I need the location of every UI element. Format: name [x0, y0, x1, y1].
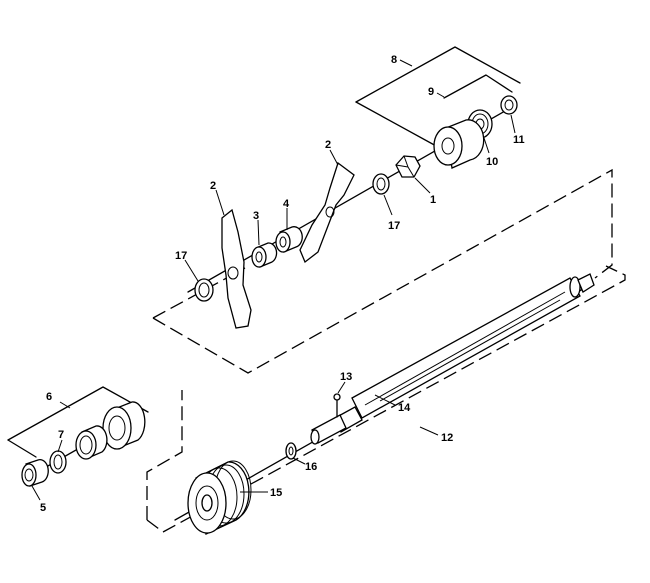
washer-17-left	[194, 278, 214, 302]
callout-8: 8	[391, 54, 397, 66]
callout-4: 4	[283, 198, 290, 210]
callout-7: 7	[58, 429, 64, 441]
bracket-8-stem	[355, 101, 439, 148]
upper-assembly-frame	[152, 168, 613, 374]
washer-17-right	[372, 173, 390, 195]
callout-2-left: 2	[210, 180, 216, 192]
callout-10: 10	[486, 156, 498, 168]
bracket-9	[443, 74, 513, 99]
callout-6: 6	[46, 391, 52, 403]
callout-16: 16	[305, 461, 317, 473]
callout-14: 14	[398, 402, 411, 414]
pin-13	[333, 393, 341, 418]
lower-frame-left	[146, 390, 183, 520]
bearing-lower	[75, 425, 108, 460]
callout-13: 13	[340, 371, 352, 383]
leader-lines	[31, 59, 516, 501]
washer-16	[285, 442, 297, 460]
nut-1	[395, 155, 421, 178]
bracket-8	[355, 46, 521, 103]
callout-9: 9	[428, 86, 434, 98]
callout-11: 11	[513, 134, 525, 146]
blade-2-right	[299, 161, 355, 264]
lower-assembly-frame	[146, 265, 626, 533]
shaft-14	[310, 273, 595, 445]
callout-12: 12	[441, 432, 453, 444]
callout-5: 5	[40, 502, 46, 514]
spacer-3	[251, 242, 278, 268]
bracket-6-stem	[7, 439, 37, 458]
blade-2-left	[221, 208, 252, 329]
callout-2-right: 2	[325, 139, 331, 151]
ring-7	[49, 450, 67, 474]
seal-11	[500, 95, 518, 115]
callout-3: 3	[253, 210, 259, 222]
callout-17-right: 17	[388, 220, 400, 232]
seal-5	[21, 459, 49, 487]
bearing-housing	[433, 119, 485, 169]
callout-15: 15	[270, 487, 282, 499]
callout-17-left: 17	[175, 250, 187, 262]
pulley-15	[187, 460, 252, 535]
spacer-4	[275, 226, 303, 253]
callout-1: 1	[430, 194, 436, 206]
bearing-housing-6	[102, 401, 146, 450]
